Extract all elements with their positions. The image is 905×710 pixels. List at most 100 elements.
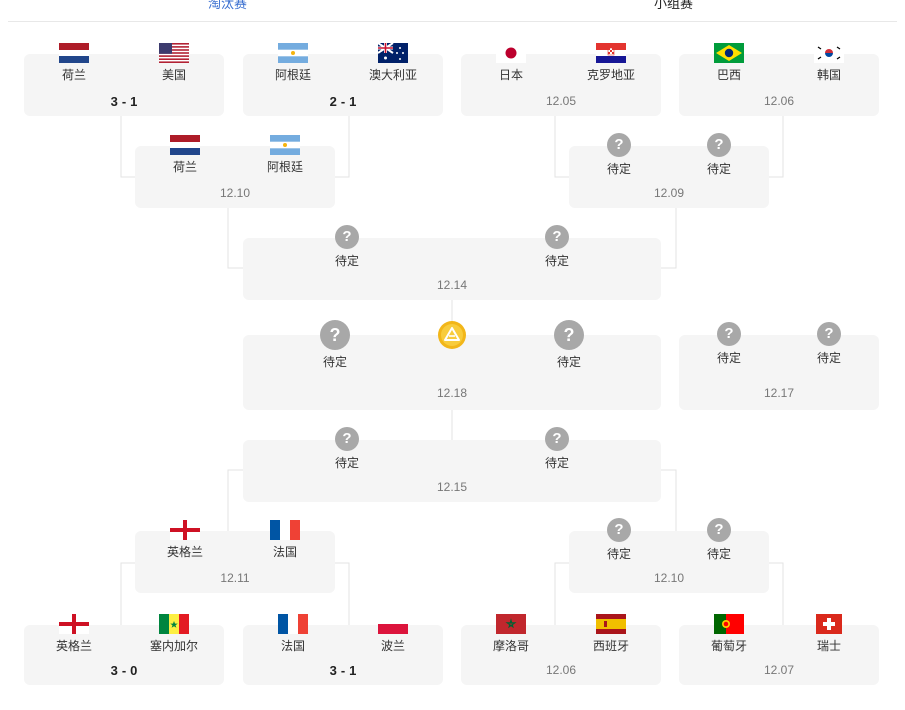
match-card-third-place[interactable]: ? 待定 ? 待定 12.17 (679, 322, 879, 410)
team-home: ? 待定 (307, 225, 387, 269)
team-name: 待定 (716, 351, 741, 365)
team-name: 法国 (272, 545, 297, 559)
match-card-qf-4[interactable]: ? 待定 ? 待定 12.10 (569, 518, 769, 593)
score-home: 3 (329, 663, 337, 678)
tab-knockout[interactable]: 淘汰赛 (208, 0, 248, 11)
match-score: 3-1 (110, 94, 138, 109)
team-name: 待定 (816, 351, 841, 365)
placeholder-team-icon: ? (545, 225, 569, 249)
team-name: 塞内加尔 (149, 639, 198, 653)
team-name: 待定 (556, 355, 581, 369)
placeholder-team-icon: ? (335, 427, 359, 451)
placeholder-team-icon: ? (717, 322, 741, 346)
match-card-sf-1[interactable]: ? 待定 ? 待定 12.14 (243, 225, 661, 300)
team-home: 巴西 (689, 43, 769, 83)
team-home: 阿根廷 (253, 43, 333, 83)
placeholder-team-icon: ? (817, 322, 841, 346)
team-home: ? 待定 (307, 427, 387, 471)
team-name: 阿根廷 (266, 160, 303, 174)
team-name: 英格兰 (55, 639, 92, 653)
tab-group-stage[interactable]: 小组赛 (654, 0, 694, 11)
team-home: 法国 (253, 614, 333, 654)
team-name: 巴西 (716, 68, 741, 82)
team-away: 法国 (245, 520, 325, 560)
team-name: 待定 (606, 162, 631, 176)
placeholder-team-icon: ? (607, 133, 631, 157)
argentina-flag-icon (270, 135, 300, 155)
team-away: ? 待定 (679, 133, 759, 177)
match-card-r16-2[interactable]: 阿根廷 澳大利亚 2-1 (243, 43, 443, 116)
team-away: 波兰 (353, 614, 433, 654)
placeholder-team-icon: ? (335, 225, 359, 249)
team-name: 法国 (280, 639, 305, 653)
team-away: 瑞士 (789, 614, 869, 654)
team-name: 阿根廷 (274, 68, 311, 82)
team-name: 摩洛哥 (492, 639, 529, 653)
score-away: 1 (349, 663, 357, 678)
korea-flag-icon (814, 43, 844, 63)
netherlands-flag-icon (170, 135, 200, 155)
match-card-r16-3[interactable]: 日本 克罗地亚 12.05 (461, 43, 661, 116)
team-name: 葡萄牙 (710, 639, 747, 653)
team-name: 待定 (322, 355, 347, 369)
team-home: 葡萄牙 (689, 614, 769, 654)
australia-flag-icon (378, 43, 408, 63)
spain-flag-icon (596, 614, 626, 634)
team-name: 荷兰 (61, 68, 86, 82)
team-away: 克罗地亚 (571, 43, 651, 83)
team-name: 日本 (498, 68, 523, 82)
argentina-flag-icon (278, 43, 308, 63)
team-home: ? 待定 (579, 518, 659, 562)
match-card-r16-7[interactable]: 摩洛哥 西班牙 12.06 (461, 614, 661, 685)
placeholder-team-icon: ? (707, 518, 731, 542)
match-card-qf-2[interactable]: ? 待定 ? 待定 12.09 (569, 133, 769, 208)
match-card-sf-2[interactable]: ? 待定 ? 待定 12.15 (243, 427, 661, 502)
score-away: 1 (349, 94, 357, 109)
team-name: 澳大利亚 (368, 68, 417, 82)
team-home: 荷兰 (34, 43, 114, 83)
team-name: 西班牙 (592, 639, 629, 653)
match-date: 12.06 (763, 94, 795, 108)
match-card-qf-3[interactable]: 英格兰 法国 12.11 (135, 520, 335, 593)
team-home: 英格兰 (34, 614, 114, 654)
placeholder-team-icon: ? (707, 133, 731, 157)
match-card-r16-5[interactable]: 英格兰 塞内加尔 3-0 (24, 614, 224, 685)
match-date: 12.09 (653, 186, 685, 200)
team-name: 待定 (334, 456, 359, 470)
team-name: 待定 (606, 547, 631, 561)
match-score: 3-1 (329, 663, 357, 678)
tab-divider (8, 21, 897, 22)
portugal-flag-icon (714, 614, 744, 634)
poland-flag-icon (378, 614, 408, 634)
match-card-r16-1[interactable]: 荷兰 美国 3-1 (24, 43, 224, 116)
match-card-qf-1[interactable]: 荷兰 阿根廷 12.10 (135, 135, 335, 208)
match-date: 12.07 (763, 663, 795, 677)
team-name: 待定 (544, 456, 569, 470)
france-flag-icon (278, 614, 308, 634)
croatia-flag-icon (596, 43, 626, 63)
match-date: 12.11 (220, 571, 250, 585)
score-home: 3 (110, 663, 118, 678)
team-name: 美国 (161, 68, 186, 82)
team-home: 英格兰 (145, 520, 225, 560)
france-flag-icon (270, 520, 300, 540)
brazil-flag-icon (714, 43, 744, 63)
score-away: 1 (130, 94, 138, 109)
team-name: 待定 (334, 254, 359, 268)
match-card-r16-8[interactable]: 葡萄牙 瑞士 12.07 (679, 614, 879, 685)
team-home: 摩洛哥 (471, 614, 551, 654)
senegal-flag-icon (159, 614, 189, 634)
team-name: 波兰 (380, 639, 405, 653)
placeholder-team-icon: ? (607, 518, 631, 542)
team-away: ? 待定 (679, 518, 759, 562)
match-score: 2-1 (329, 94, 357, 109)
team-home: 日本 (471, 43, 551, 83)
placeholder-team-icon: ? (545, 427, 569, 451)
match-date: 12.10 (219, 186, 251, 200)
match-card-r16-6[interactable]: 法国 波兰 3-1 (243, 614, 443, 685)
match-card-r16-4[interactable]: 巴西 韩国 12.06 (679, 43, 879, 116)
match-date: 12.06 (545, 663, 577, 677)
team-away: 塞内加尔 (134, 614, 214, 654)
team-name: 待定 (544, 254, 569, 268)
